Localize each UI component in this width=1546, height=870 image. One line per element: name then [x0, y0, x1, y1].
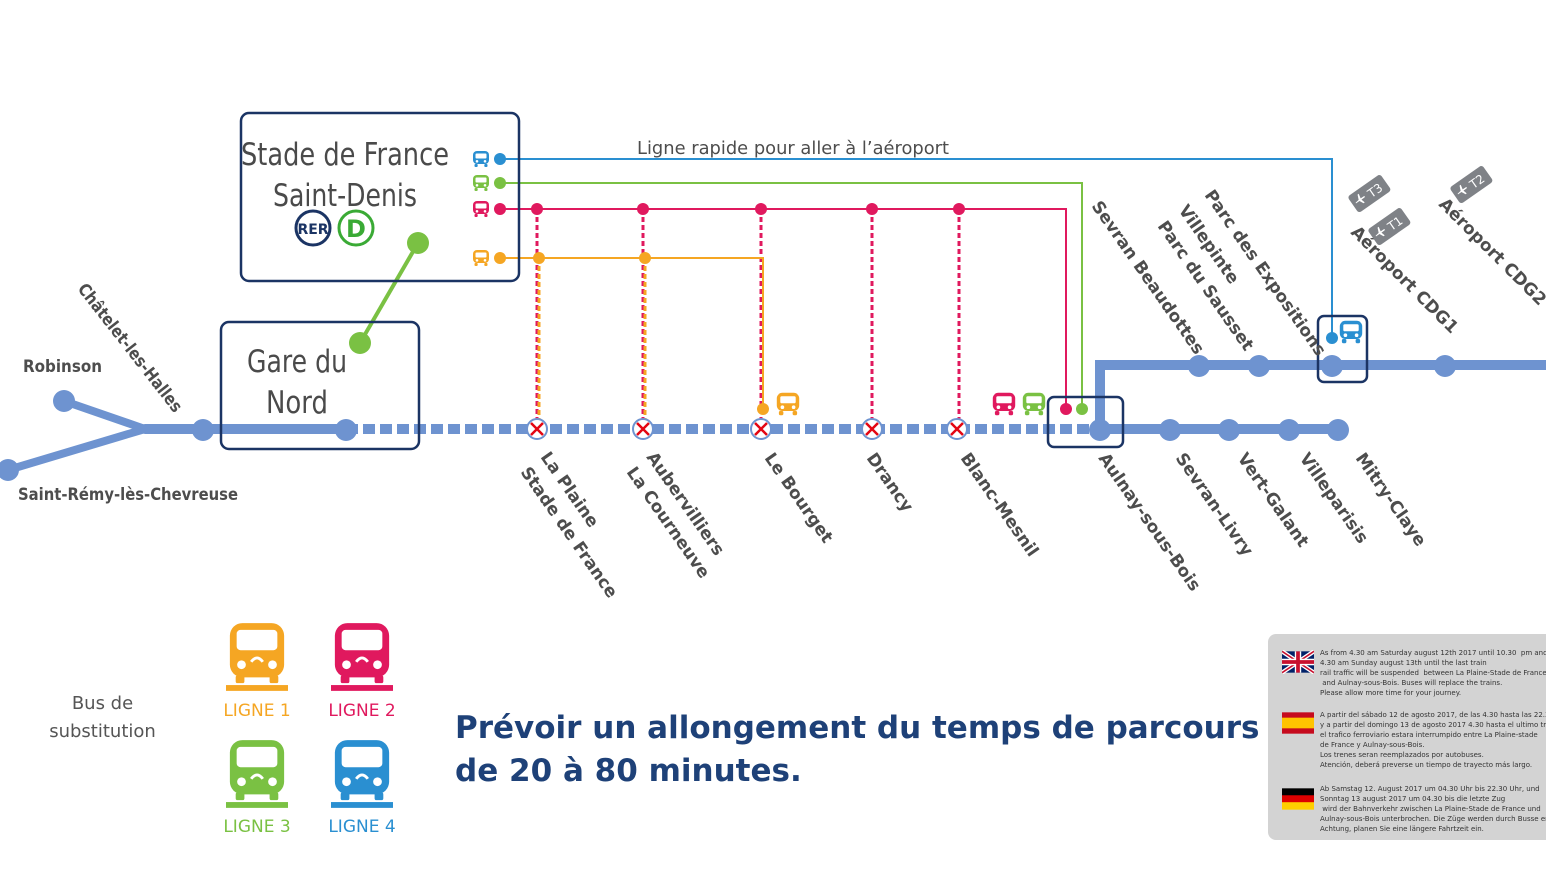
- legend-title-line1: Bus de: [71, 693, 134, 714]
- legend-bus-ligne3-icon: [226, 738, 288, 809]
- legend-title: Bus de substitution: [40, 690, 165, 746]
- legend-ligne3: LIGNE 3: [223, 817, 290, 837]
- bus-line-3-route: [500, 182, 1083, 409]
- legend-ligne1: LIGNE 1: [223, 701, 290, 721]
- legend-bus-ligne2-icon: [331, 621, 393, 692]
- multilingual-info-box: As from 4.30 am Saturday august 12th 201…: [1268, 634, 1546, 840]
- station-chatelet: Châtelet-les-Halles: [73, 280, 186, 417]
- travel-time-notice: Prévoir un allongement du temps de parco…: [455, 707, 1260, 793]
- rer-badge-label: RER: [297, 222, 328, 238]
- bus-icon-le-bourget: [776, 392, 800, 416]
- bus-line-4-stop: [1326, 332, 1338, 344]
- airport-line-label: Ligne rapide pour aller à l’aéroport: [637, 138, 949, 159]
- bus-icon-cdg: [1339, 320, 1363, 344]
- station-blanc-mesnil: Blanc-Mesnil: [956, 449, 1042, 560]
- bus-line-3-stop: [1076, 403, 1088, 415]
- hub-gare-du-nord-box: [219, 320, 421, 451]
- legend-bus-ligne1-icon: [226, 621, 288, 692]
- bus-icon-ligne2: [473, 201, 489, 217]
- rer-badge: [294, 209, 332, 247]
- terminal-tag-t2: T2: [1450, 166, 1493, 204]
- station-cdg1: Aéroport CDG1: [1346, 222, 1462, 338]
- station-drancy: Drancy: [862, 449, 917, 516]
- notice-line2: de 20 à 80 minutes.: [455, 753, 802, 789]
- station-le-bourget: Le Bourget: [760, 449, 837, 547]
- uk-flag-icon: [1282, 650, 1314, 674]
- bus-line-4-origin: [494, 153, 506, 165]
- bus-line-4-route: [500, 158, 1333, 338]
- bus-line-1-drops: [537, 258, 647, 425]
- germany-flag-icon: [1282, 788, 1314, 810]
- info-text-en: As from 4.30 am Saturday august 12th 201…: [1320, 649, 1546, 697]
- station-robinson: Robinson: [23, 357, 102, 377]
- rer-stations: [0, 355, 1456, 481]
- bus-icon-aulnay-ligne2: [992, 392, 1016, 416]
- station-saint-remy: Saint-Rémy-lès-Chevreuse: [18, 485, 238, 505]
- hub-nord-line1: Gare du: [247, 344, 347, 380]
- bus-icon-ligne3: [473, 175, 489, 191]
- hub-aulnay-box: [1046, 395, 1125, 449]
- line-d-badge: [337, 209, 375, 247]
- bus-icon-ligne1: [473, 250, 489, 266]
- bus-icon-aulnay-ligne3: [1022, 392, 1046, 416]
- bus-icon-ligne4: [473, 151, 489, 167]
- terminal-tag-t3: T3: [1348, 175, 1391, 213]
- hub-cdg-box: [1316, 314, 1369, 384]
- bus-line-3-dot: [407, 232, 429, 254]
- closed-stations: [526, 418, 968, 440]
- bus-line-3-connector: [358, 241, 420, 345]
- notice-line1: Prévoir un allongement du temps de parco…: [455, 710, 1260, 746]
- legend-bus-ligne4-icon: [331, 738, 393, 809]
- bus-line-1-stops: [533, 252, 769, 415]
- bus-line-3-dot: [349, 332, 371, 354]
- bus-line-3-origin: [494, 177, 506, 189]
- legend-ligne4: LIGNE 4: [328, 817, 395, 837]
- info-text-de: Ab Samstag 12. August 2017 um 04.30 Uhr …: [1320, 785, 1546, 833]
- line-d-badge-label: D: [346, 215, 366, 243]
- bus-line-1-origin: [494, 252, 506, 264]
- spain-flag-icon: [1282, 712, 1314, 734]
- bus-line-2-drops: [535, 209, 961, 425]
- hub-nord-line2: Nord: [266, 385, 328, 421]
- terminal-tag-t1: T1: [1368, 208, 1411, 246]
- info-text-es: A partir del sábado 12 de agosto 2017, d…: [1320, 711, 1546, 769]
- bus-line-1-route: [500, 257, 764, 409]
- hub-stade-line1: Stade de France: [241, 137, 449, 173]
- bus-line-2-stops: [531, 203, 1072, 415]
- hub-stade-line2: Saint-Denis: [273, 178, 417, 214]
- bus-line-2-route: [500, 208, 1067, 409]
- bus-line-2-origin: [494, 203, 506, 215]
- legend-title-line2: substitution: [49, 721, 156, 742]
- hub-stade-de-france-box: [239, 111, 521, 283]
- legend-ligne2: LIGNE 2: [328, 701, 395, 721]
